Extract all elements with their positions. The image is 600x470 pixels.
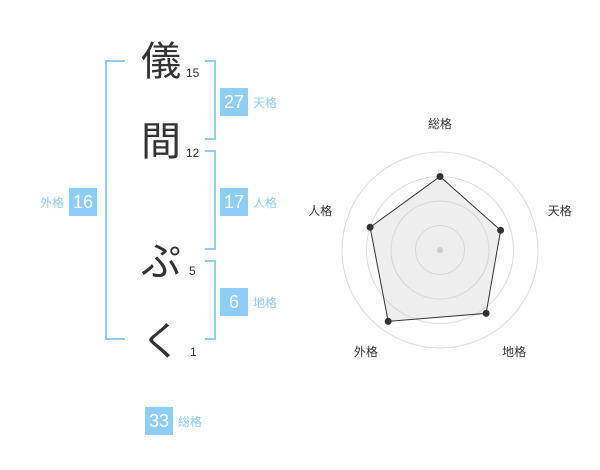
radar-point-1 [436,173,444,180]
name-char-2: 間 [141,119,181,165]
gaikaku-label: 外格 [40,195,65,210]
radar-axis-label-3: 地格 [502,344,526,359]
chikaku-badge: 6 地格 [220,288,277,316]
radar-axis-label-4: 外格 [354,344,378,359]
radar-center-dot [437,247,443,253]
stroke-count-3: 5 [189,264,196,278]
radar-axis-label-5: 人格 [308,203,332,218]
chikaku-label: 地格 [253,295,278,310]
tenkaku-bracket [205,60,216,140]
soukaku-label: 総格 [178,414,203,429]
radar-axis-label-1: 総格 [428,116,452,131]
jinkaku-badge: 17 人格 [220,188,277,216]
chikaku-value: 6 [220,288,248,316]
tenkaku-label: 天格 [253,95,278,110]
stroke-count-2: 12 [186,146,200,160]
radar-polygon [369,175,502,322]
chikaku-bracket [205,260,216,340]
name-char-1: 儀 [141,39,181,85]
stroke-count-1: 15 [186,66,200,80]
soukaku-badge: 33 総格 [145,407,202,435]
radar-point-2 [497,226,505,234]
gaikaku-badge: 外格 16 [40,188,98,216]
radar-ring [415,225,465,275]
radar-ring [390,200,490,300]
gaikaku-value: 16 [69,188,98,216]
jinkaku-bracket [205,150,216,250]
jinkaku-label: 人格 [253,195,278,210]
radar-point-3 [482,309,490,317]
stroke-count-4: 1 [190,345,197,359]
soukaku-value: 33 [145,407,174,435]
name-char-3: ぷ [141,239,181,285]
gaikaku-bracket [105,60,125,340]
name-char-4: く [141,319,181,365]
radar-point-4 [384,317,392,325]
radar-point-5 [366,223,374,231]
tenkaku-value: 27 [220,88,249,116]
radar-axis-label-2: 天格 [548,203,572,218]
jinkaku-value: 17 [220,188,249,216]
tenkaku-badge: 27 天格 [220,88,277,116]
